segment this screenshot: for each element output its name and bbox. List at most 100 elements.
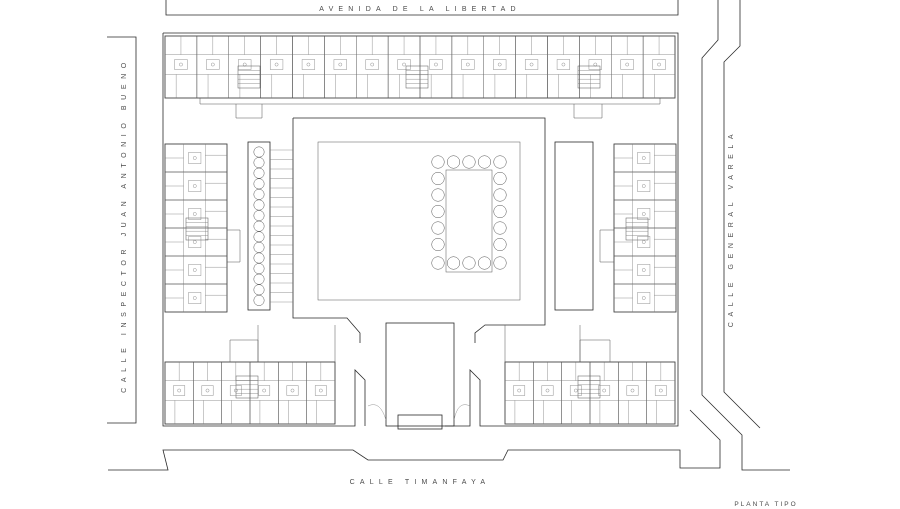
furniture xyxy=(461,59,475,70)
planter-bed xyxy=(445,169,493,273)
north-street-edge xyxy=(165,0,679,16)
west-street-label: CALLE INSPECTOR JUAN ANTONIO BUENO xyxy=(121,57,128,393)
tree xyxy=(493,204,507,219)
entrance-gate xyxy=(397,414,443,430)
tree xyxy=(253,167,265,179)
stair-core xyxy=(235,375,259,399)
furniture xyxy=(205,388,210,393)
stair-core xyxy=(185,217,209,241)
plaza-paving xyxy=(317,141,521,301)
plan-caption: PLANTA TIPO xyxy=(734,501,797,508)
furniture xyxy=(192,296,197,300)
southwest-wing xyxy=(164,325,336,425)
furniture xyxy=(641,212,646,216)
furniture xyxy=(188,152,202,164)
block-perimeter xyxy=(162,32,679,427)
west-street-edge xyxy=(107,36,137,424)
tree xyxy=(253,188,265,200)
furniture xyxy=(593,62,598,67)
furniture xyxy=(301,59,316,70)
furniture xyxy=(229,385,242,396)
tree xyxy=(431,171,445,186)
tree xyxy=(462,155,476,169)
furniture xyxy=(338,62,343,67)
plaza-tree-ring xyxy=(431,155,507,270)
furniture xyxy=(513,385,526,396)
furniture xyxy=(201,385,214,396)
furniture xyxy=(529,62,534,67)
furniture xyxy=(188,180,202,192)
furniture xyxy=(517,388,521,393)
furniture xyxy=(641,296,646,300)
furniture xyxy=(497,62,502,67)
furniture xyxy=(179,62,183,67)
tree xyxy=(253,157,265,169)
furniture xyxy=(641,240,646,244)
west-tree-strip xyxy=(247,141,293,311)
tree xyxy=(431,155,445,169)
furniture xyxy=(641,156,646,160)
furniture xyxy=(370,62,374,67)
furniture xyxy=(561,62,566,67)
north-wing xyxy=(164,35,676,399)
furniture xyxy=(429,59,443,70)
furniture xyxy=(637,208,651,220)
furniture xyxy=(234,388,238,393)
furniture xyxy=(659,388,663,393)
furniture xyxy=(657,62,661,67)
north-street-label: AVENIDA DE LA LIBERTAD xyxy=(319,6,521,13)
furniture xyxy=(269,59,284,70)
tree xyxy=(253,284,265,296)
furniture xyxy=(188,208,202,220)
furniture xyxy=(637,264,651,276)
central-courtyard xyxy=(292,117,546,430)
southeast-wing xyxy=(504,325,676,425)
furniture xyxy=(654,385,667,396)
furniture xyxy=(319,388,323,393)
furniture xyxy=(626,385,639,396)
furniture xyxy=(290,388,295,393)
furniture xyxy=(177,388,181,393)
tree xyxy=(431,204,445,219)
furniture xyxy=(637,292,651,304)
tree xyxy=(253,199,265,211)
furniture xyxy=(545,388,550,393)
furniture xyxy=(365,59,379,70)
east-wing xyxy=(599,143,677,313)
tree xyxy=(253,241,265,253)
furniture xyxy=(574,388,578,393)
tree xyxy=(477,155,492,169)
south-street-edge xyxy=(108,409,721,471)
furniture xyxy=(598,385,611,396)
furniture xyxy=(206,59,220,70)
stair-core xyxy=(405,65,429,89)
west-wing xyxy=(164,143,241,313)
furniture xyxy=(541,385,554,396)
furniture xyxy=(274,62,279,67)
furniture xyxy=(174,59,188,70)
tree xyxy=(477,256,492,270)
tree xyxy=(493,237,507,252)
furniture xyxy=(652,59,666,70)
furniture xyxy=(602,388,606,393)
tree xyxy=(431,221,445,235)
tree xyxy=(446,155,461,169)
tree xyxy=(253,294,265,306)
tree xyxy=(431,237,445,252)
tree xyxy=(493,188,507,202)
furniture xyxy=(258,385,271,396)
stair-core xyxy=(577,65,601,89)
furniture xyxy=(188,264,202,276)
furniture xyxy=(262,388,266,393)
furniture xyxy=(333,59,347,70)
furniture xyxy=(402,62,406,67)
tree xyxy=(253,273,265,285)
furniture xyxy=(314,385,327,396)
furniture xyxy=(188,236,202,248)
furniture xyxy=(641,268,646,272)
tree xyxy=(493,171,507,186)
furniture xyxy=(556,59,571,70)
furniture xyxy=(192,212,197,216)
furniture xyxy=(620,59,634,70)
